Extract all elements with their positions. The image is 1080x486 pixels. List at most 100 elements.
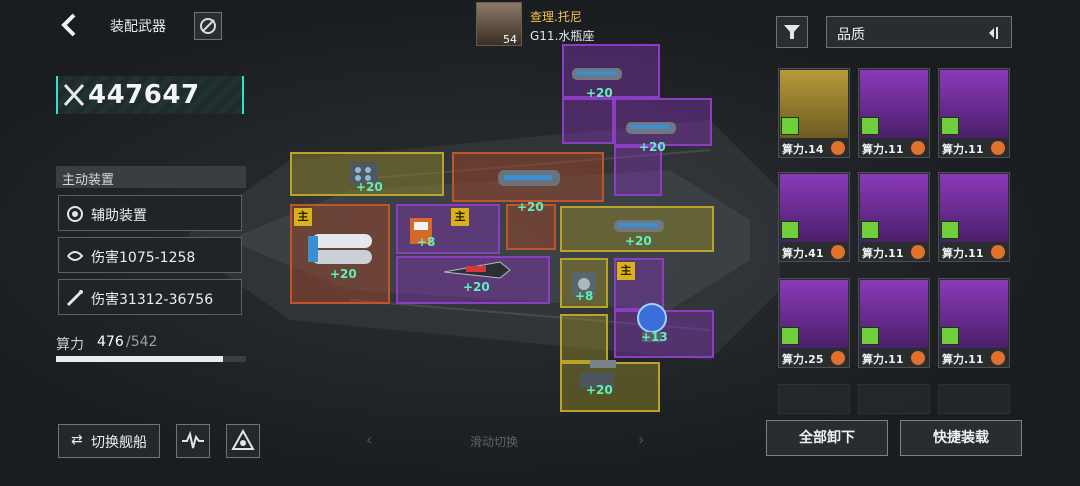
section-title: 主动装置: [56, 166, 246, 188]
slot-bonus: +20: [517, 200, 544, 214]
weapon-card[interactable]: 算力.11: [858, 278, 930, 368]
rank-orb-icon: [991, 351, 1005, 365]
slot-bonus: +20: [586, 383, 613, 397]
main-slot-tag: 主: [617, 262, 635, 280]
info-row-label: 辅助装置: [91, 208, 147, 224]
card-power: 算力.14: [782, 143, 824, 156]
weapon-card[interactable]: 算力.25: [778, 278, 850, 368]
equip-mark-icon: [861, 327, 879, 345]
quick-equip-button[interactable]: 快捷装载: [900, 420, 1022, 456]
swirl-icon: [67, 251, 84, 261]
weapon-slot[interactable]: [560, 314, 608, 362]
weapon-cannon-icon: [626, 122, 676, 134]
combat-power-value: 447647: [88, 80, 200, 110]
weapon-card[interactable]: 算力.11: [858, 68, 930, 158]
info-row-auxiliary[interactable]: 辅助装置: [58, 195, 242, 231]
crossed-swords-icon: [63, 83, 85, 107]
combat-power-panel: [56, 76, 244, 114]
weapon-card[interactable]: 算力.11: [858, 172, 930, 262]
card-power: 算力.11: [942, 353, 984, 366]
weapon-card[interactable]: 算力.11: [938, 68, 1010, 158]
card-power: 算力.11: [942, 247, 984, 260]
weapon-inventory-grid: 算力.14 算力.11 算力.11 算力.41 算力.11 算力.11 算力.2…: [766, 58, 1026, 414]
slot-bonus: +20: [463, 280, 490, 294]
capacity-bar-fill: [56, 356, 223, 362]
waveform-button[interactable]: [176, 424, 210, 458]
weapon-card[interactable]: 算力.11: [938, 278, 1010, 368]
weapon-fighter-icon: [443, 261, 511, 279]
page-title: 装配武器: [110, 19, 166, 35]
rank-orb-icon: [911, 141, 925, 155]
slot-bonus: +20: [356, 180, 383, 194]
rank-orb-icon: [831, 351, 845, 365]
switch-ship-label: 切换舰船: [91, 435, 147, 451]
slot-bonus: +8: [575, 289, 594, 303]
slot-bonus: +20: [639, 140, 666, 154]
weapon-slot[interactable]: [614, 146, 662, 196]
switch-ship-button[interactable]: ⇄ 切换舰船: [58, 424, 160, 458]
weapon-card[interactable]: 算力.14: [778, 68, 850, 158]
slot-bonus: +13: [641, 330, 668, 344]
equip-mark-icon: [781, 327, 799, 345]
weapon-shield-generator-icon: [572, 272, 596, 296]
weapon-slot[interactable]: [560, 362, 660, 412]
gear-icon: [67, 206, 83, 222]
rocket-button[interactable]: [194, 12, 222, 40]
card-power: 算力.25: [782, 353, 824, 366]
filter-button[interactable]: [776, 16, 808, 48]
rank-orb-icon: [991, 245, 1005, 259]
weapon-card-partial[interactable]: [778, 384, 850, 414]
weapon-slot[interactable]: [614, 258, 664, 310]
equip-mark-icon: [861, 117, 879, 135]
swap-icon: ⇄: [71, 432, 83, 448]
swipe-left-icon[interactable]: ‹: [366, 430, 373, 449]
weapon-cannon-icon: [572, 68, 622, 80]
info-row-damage-1[interactable]: 伤害1075-1258: [58, 237, 242, 273]
equip-mark-icon: [941, 221, 959, 239]
weapon-slot[interactable]: [506, 204, 556, 250]
card-power: 算力.11: [862, 143, 904, 156]
weapon-energy-orb-icon: [637, 303, 667, 342]
captain-avatar[interactable]: [476, 2, 522, 46]
slot-bonus: +20: [625, 234, 652, 248]
card-power: 算力.11: [942, 143, 984, 156]
rank-orb-icon: [911, 245, 925, 259]
rank-orb-icon: [831, 245, 845, 259]
filter-icon: [784, 25, 800, 39]
captain-subtitle: G11.水瓶座: [530, 29, 595, 43]
capacity-label: 算力: [56, 337, 84, 353]
capacity-used: 476: [97, 334, 124, 350]
info-row-label: 伤害31312-36756: [91, 292, 214, 308]
rank-orb-icon: [911, 351, 925, 365]
swipe-hint: 滑动切换: [470, 435, 519, 449]
weapon-card-partial[interactable]: [938, 384, 1010, 414]
equip-mark-icon: [781, 221, 799, 239]
main-slot-tag: 主: [451, 208, 469, 226]
sort-toggle-icon: [989, 27, 998, 39]
weapon-card-partial[interactable]: [858, 384, 930, 414]
slot-bonus: +8: [417, 235, 436, 249]
unload-all-button[interactable]: 全部卸下: [766, 420, 888, 456]
sort-dropdown[interactable]: 品质: [826, 16, 1012, 48]
sort-label: 品质: [837, 27, 865, 43]
info-row-label: 伤害1075-1258: [91, 250, 196, 266]
rank-orb-icon: [831, 141, 845, 155]
info-row-damage-2[interactable]: 伤害31312-36756: [58, 279, 242, 315]
slot-bonus: +20: [330, 267, 357, 281]
weapon-slot[interactable]: [562, 98, 614, 144]
weapon-turret-icon: [580, 360, 616, 388]
weapon-card[interactable]: 算力.41: [778, 172, 850, 262]
weapon-heavy-missile-icon: [308, 234, 372, 264]
emblem-button[interactable]: [226, 424, 260, 458]
equip-mark-icon: [861, 221, 879, 239]
missile-icon: [66, 289, 84, 307]
weapon-slot[interactable]: [396, 256, 550, 304]
card-power: 算力.11: [862, 247, 904, 260]
weapon-cannon-icon: [614, 220, 664, 232]
weapon-shield-module-icon: [410, 218, 432, 244]
weapon-card[interactable]: 算力.11: [938, 172, 1010, 262]
card-power: 算力.11: [862, 353, 904, 366]
waveform-icon: [182, 430, 204, 449]
swipe-right-icon[interactable]: ›: [638, 430, 645, 449]
back-icon[interactable]: [56, 10, 82, 40]
